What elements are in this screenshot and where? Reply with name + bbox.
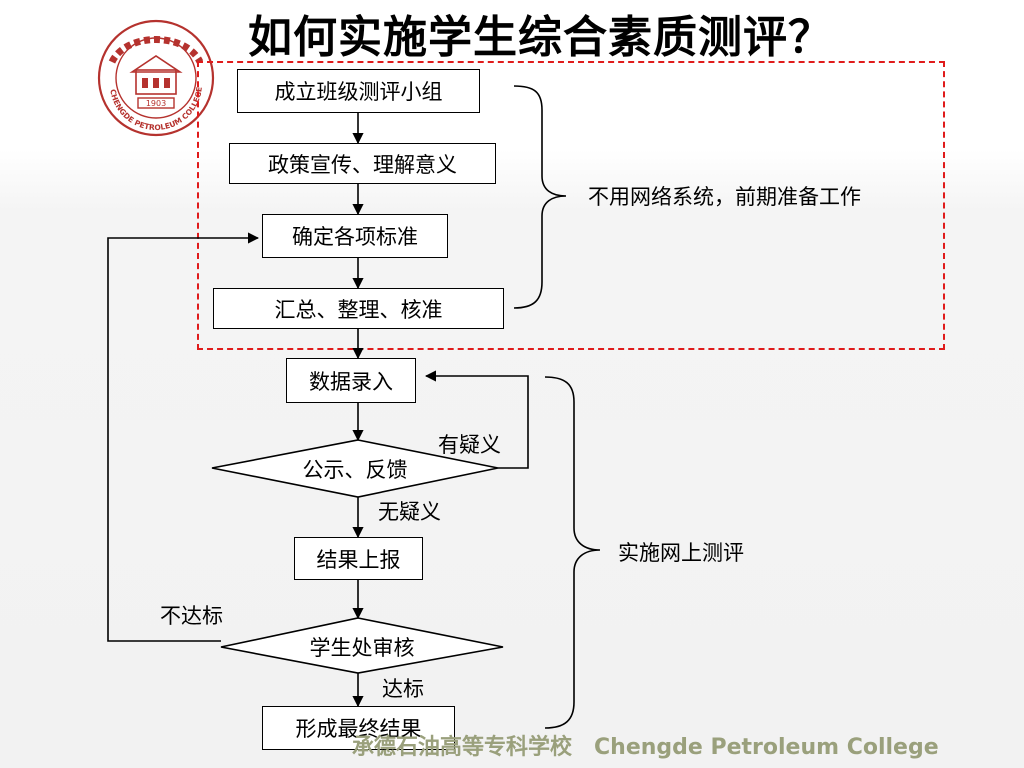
page-title: 如何实施学生综合素质测评？ — [248, 12, 833, 63]
label-no-objection: 无疑义 — [378, 500, 441, 524]
footer-en: Chengde Petroleum College — [594, 735, 939, 760]
label-objection: 有疑义 — [438, 433, 501, 457]
group-offline-label: 不用网络系统，前期准备工作 — [588, 185, 861, 209]
step-form-group: 成立班级测评小组 — [237, 69, 480, 113]
college-logo: 1903 CHENGDE PETROLEUM COLLEGE — [97, 19, 215, 137]
step-data-entry: 数据录入 — [286, 358, 416, 403]
publicize-diamond — [211, 439, 499, 498]
step-standards: 确定各项标准 — [262, 214, 448, 258]
label-met: 达标 — [382, 677, 424, 701]
footer-cn: 承德石油高等专科学校 — [352, 735, 573, 760]
step-review: 学生处审核 — [309, 636, 415, 660]
logo-year: 1903 — [146, 99, 166, 108]
background-band — [0, 150, 1024, 768]
preparation-region — [197, 61, 945, 350]
step-summarize: 汇总、整理、核准 — [213, 288, 504, 329]
step-policy: 政策宣传、理解意义 — [229, 143, 496, 184]
step-report: 结果上报 — [294, 537, 423, 580]
label-not-met: 不达标 — [160, 604, 223, 628]
review-diamond — [220, 617, 504, 674]
group-online-label: 实施网上测评 — [618, 541, 744, 565]
step-publicize: 公示、反馈 — [302, 458, 408, 482]
step-final: 形成最终结果 — [262, 706, 455, 750]
footer: 承德石油高等专科学校 Chengde Petroleum College — [352, 729, 939, 761]
